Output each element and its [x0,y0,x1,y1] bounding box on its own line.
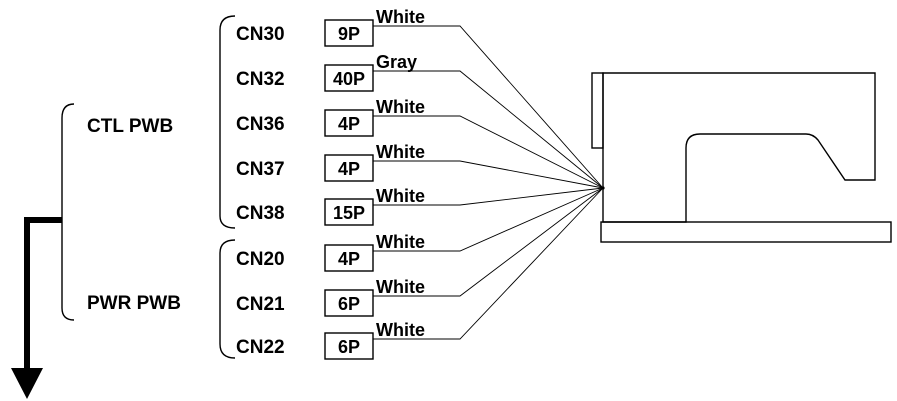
direction-arrow-head [11,368,43,399]
wire-cn32 [373,70,604,189]
machine-bed [600,221,892,243]
pin-count-box-cn32 [324,64,374,92]
connector-label-cn22: CN22 [236,337,285,358]
pin-count-box-cn20 [324,244,374,272]
pin-count-cn21: 6P [338,294,360,314]
connector-label-cn32: CN32 [236,69,285,90]
wire-cn20 [373,187,604,252]
pin-count-box-cn36 [324,109,374,137]
machine-pulley [591,72,604,149]
connector-row-cn32: CN32 40P Gray [236,52,604,189]
pin-count-cn30: 9P [338,24,360,44]
wire-color-cn38: White [376,186,425,206]
pin-count-box-cn38 [324,198,374,226]
wire-cn30 [373,25,604,189]
wire-cn36 [373,115,604,189]
connector-row-cn37: CN37 4P White [236,142,604,189]
connector-row-cn30: CN30 9P White [236,7,604,189]
pin-count-cn20: 4P [338,249,360,269]
connector-row-cn36: CN36 4P White [236,97,604,189]
connector-label-cn38: CN38 [236,203,285,224]
connector-label-cn20: CN20 [236,249,285,270]
board-group-bracket [61,103,75,321]
connector-row-cn20: CN20 4P White [236,187,604,272]
wire-color-cn30: White [376,7,425,27]
pin-count-box-cn22 [324,332,374,360]
connector-row-cn22: CN22 6P White [236,187,604,360]
connector-label-cn21: CN21 [236,294,285,315]
wire-cn21 [373,187,604,297]
ctl-connector-bracket [219,15,236,229]
wire-color-cn32: Gray [376,52,417,72]
pin-count-cn38: 15P [333,203,365,223]
wire-color-cn20: White [376,232,425,252]
pin-count-box-cn37 [324,154,374,182]
wire-color-cn22: White [376,320,425,340]
pin-count-cn22: 6P [338,337,360,357]
pin-count-cn36: 4P [338,114,360,134]
harness-convergence-point [601,186,605,190]
connector-row-cn38: CN38 15P White [236,186,604,226]
machine-illustration [591,72,892,243]
connector-label-cn36: CN36 [236,114,285,135]
connector-label-cn37: CN37 [236,159,285,180]
wire-color-cn21: White [376,277,425,297]
connector-label-cn30: CN30 [236,24,285,45]
pin-count-cn37: 4P [338,159,360,179]
pin-count-cn32: 40P [333,69,365,89]
pin-count-box-cn21 [324,289,374,317]
wire-color-cn36: White [376,97,425,117]
wire-cn37 [373,160,604,189]
board-label-pwr-pwb: PWR PWB [87,293,181,314]
direction-arrow-shaft [24,217,62,372]
pin-count-box-cn30 [324,19,374,47]
connector-row-cn21: CN21 6P White [236,187,604,317]
pwr-connector-bracket [219,239,236,359]
machine-arm [602,72,876,223]
wire-cn22 [373,187,604,340]
wire-cn38 [373,187,604,206]
wire-color-cn37: White [376,142,425,162]
board-label-ctl-pwb: CTL PWB [87,116,173,137]
